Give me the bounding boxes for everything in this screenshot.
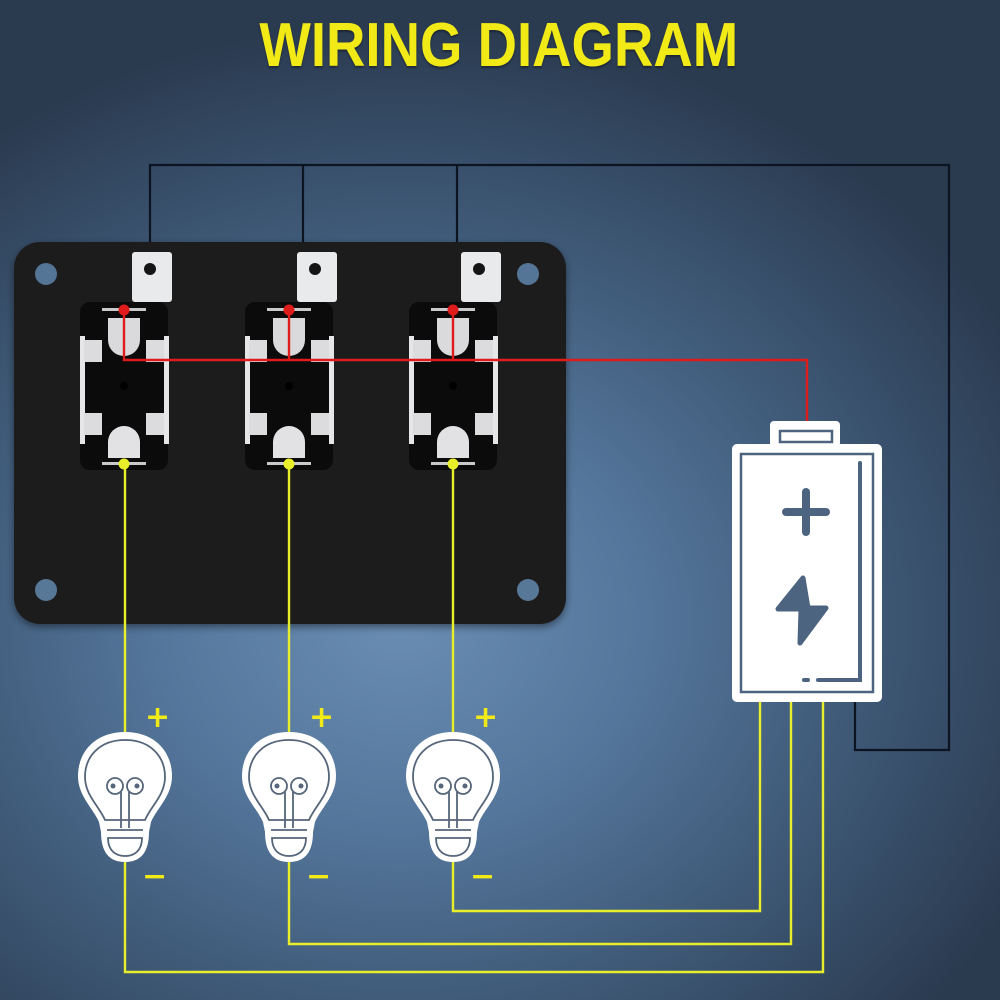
battery-body <box>732 444 882 702</box>
mounting-hole <box>517 579 539 601</box>
mounting-hole <box>35 579 57 601</box>
positive-connection-dot <box>447 304 459 316</box>
load-connection-dot <box>447 458 459 470</box>
bulb-negative-label: − <box>306 859 331 894</box>
mounting-hole <box>517 263 539 285</box>
positive-connection-dot <box>283 304 295 316</box>
battery-charge-line <box>816 461 862 682</box>
ground-wire-trunk <box>148 163 951 752</box>
lightning-bolt-icon <box>775 575 829 646</box>
switch-spade-terminal <box>437 426 469 458</box>
bulb-body <box>406 732 500 862</box>
light-bulb: +− <box>78 700 172 894</box>
positive-wire-trunk <box>122 310 809 425</box>
battery <box>732 421 882 702</box>
switch-top-terminal <box>297 252 337 302</box>
filament-loop <box>106 777 124 795</box>
load-wire-3 <box>451 463 762 913</box>
load-connection-dot <box>118 458 130 470</box>
switch-spade-terminal <box>108 426 140 458</box>
filament-loop <box>126 777 144 795</box>
plus-icon <box>782 488 830 536</box>
rocker-switch <box>80 252 172 470</box>
positive-wire <box>122 310 809 425</box>
filament-loop <box>434 777 452 795</box>
battery-terminal <box>770 421 840 447</box>
filament-loop <box>454 777 472 795</box>
light-bulb: +− <box>242 700 336 894</box>
switch-top-terminal <box>132 252 172 302</box>
switch-spade-terminal <box>273 426 305 458</box>
bulb-body <box>78 732 172 862</box>
diagram-title: WIRING DIAGRAM <box>259 11 739 80</box>
bulb-positive-label: + <box>145 700 170 735</box>
filament-loop <box>270 777 288 795</box>
mounting-hole <box>35 263 57 285</box>
light-bulb: +− <box>406 700 500 894</box>
load-connection-dot <box>283 458 295 470</box>
load-wire-1 <box>123 463 825 974</box>
load-wire-2 <box>287 463 793 946</box>
filament-loop <box>290 777 308 795</box>
bulb-positive-label: + <box>309 700 334 735</box>
bulb-positive-label: + <box>473 700 498 735</box>
bulb-negative-label: − <box>470 859 495 894</box>
bulb-negative-label: − <box>142 859 167 894</box>
positive-connection-dot <box>118 304 130 316</box>
load-wires <box>123 463 825 974</box>
switch-top-terminal <box>461 252 501 302</box>
bulb-body <box>242 732 336 862</box>
